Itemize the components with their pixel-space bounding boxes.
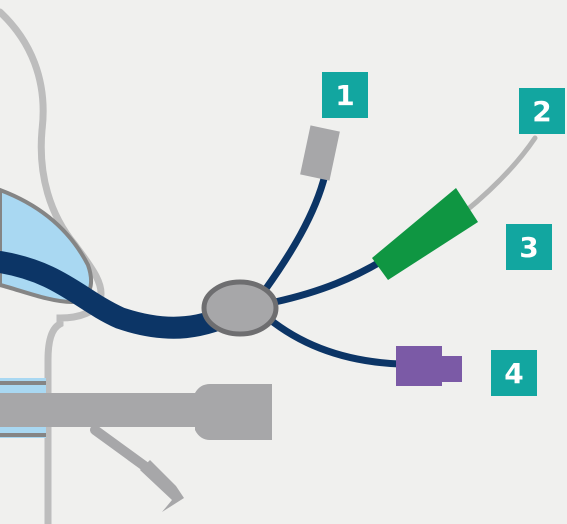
purple-connector-icon — [396, 346, 442, 386]
branch-1 — [261, 171, 329, 294]
label-badge-2: 2 — [519, 88, 565, 134]
gray-tube-body — [0, 393, 210, 427]
luer-cap-icon — [300, 125, 340, 181]
label-badge-1: 1 — [322, 72, 368, 118]
green-connector-icon — [372, 188, 478, 280]
gray-side-tube — [90, 425, 155, 475]
branch-4 — [264, 314, 404, 368]
label-number: 4 — [504, 356, 524, 390]
junction-hub-icon — [201, 279, 279, 337]
label-badge-3: 3 — [506, 224, 552, 270]
branch-3 — [271, 252, 394, 306]
label-number: 1 — [335, 78, 355, 112]
purple-connector-tip — [442, 356, 462, 382]
gray-side-tube-end — [140, 460, 184, 512]
label-badge-4: 4 — [491, 350, 537, 396]
gray-tube-collar — [195, 384, 272, 440]
label-number: 2 — [532, 94, 552, 128]
label-number: 3 — [519, 230, 539, 264]
